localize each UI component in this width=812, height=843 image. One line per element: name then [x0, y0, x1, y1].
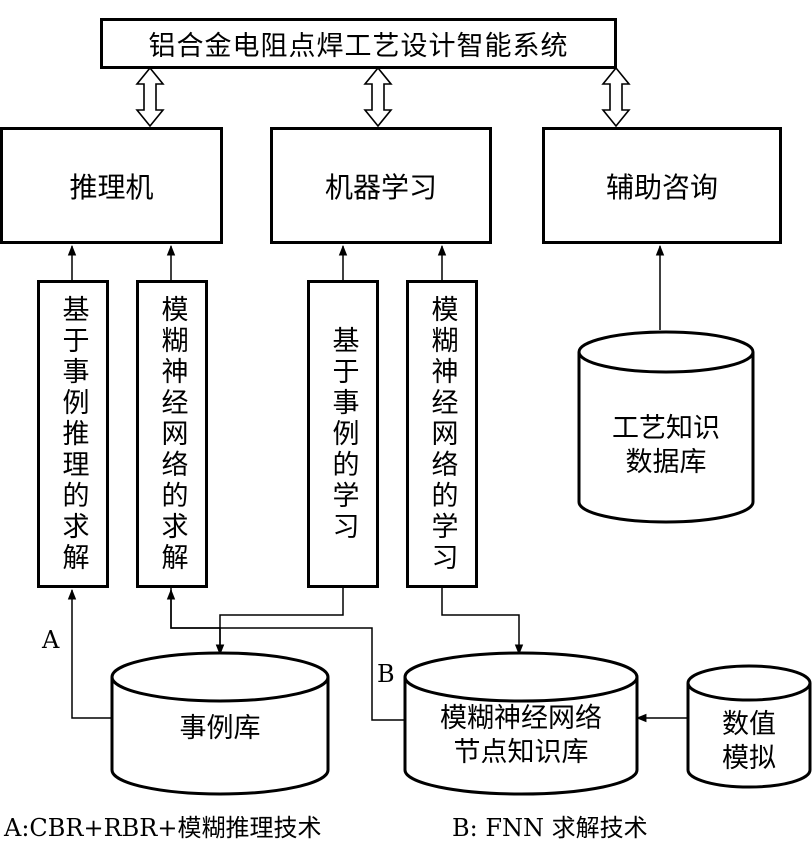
legend-b: B: FNN 求解技术: [452, 814, 648, 842]
cylinder-case-library: [110, 651, 330, 796]
cylinder-numerical-sim: [686, 664, 812, 789]
double-arrow-right: [601, 66, 631, 128]
aux-consult-label: 辅助咨询: [605, 170, 718, 204]
inference-engine-box: 推理机: [0, 127, 223, 244]
path-a-tag: A: [42, 626, 60, 654]
fnn-learning-label: 模糊神经网络的学习: [426, 294, 458, 574]
legend-a: A:CBR+RBR+模糊推理技术: [4, 814, 322, 842]
line-case-learning-to-case: [215, 588, 344, 656]
numerical-sim-line2: 模拟: [722, 743, 776, 774]
fnn-learning-box: 模糊神经网络的学习: [406, 280, 478, 588]
numerical-sim-line1: 数值: [722, 709, 776, 740]
case-learning-box: 基于事例的学习: [307, 280, 379, 588]
process-db-line2: 数据库: [625, 447, 707, 478]
double-arrow-middle: [363, 66, 393, 128]
numerical-sim-label: 数值 模拟: [688, 708, 810, 776]
path-a-line: [67, 588, 112, 719]
aux-consult-box: 辅助咨询: [542, 127, 782, 244]
fnn-library-line1: 模糊神经网络: [440, 703, 602, 734]
cbr-solving-label: 基于事例推理的求解: [57, 294, 89, 574]
cbr-solving-box: 基于事例推理的求解: [37, 280, 109, 588]
machine-learning-label: 机器学习: [324, 170, 437, 204]
path-b-tag: B: [377, 660, 395, 688]
case-library-text: 事例库: [179, 713, 261, 744]
case-learning-label: 基于事例的学习: [327, 325, 359, 543]
double-arrow-left: [135, 66, 165, 128]
line-fnn-learning-to-fnn-lib: [441, 588, 524, 656]
machine-learning-box: 机器学习: [270, 127, 492, 244]
cylinder-process-db: [577, 330, 755, 524]
fnn-library-label: 模糊神经网络 节点知识库: [405, 702, 637, 770]
system-title-box: 铝合金电阻点焊工艺设计智能系统: [100, 18, 617, 69]
path-b-line: [166, 588, 404, 721]
system-title: 铝合金电阻点焊工艺设计智能系统: [148, 31, 569, 62]
case-library-label: 事例库: [112, 712, 328, 746]
fnn-solving-box: 模糊神经网络的求解: [136, 280, 208, 588]
fnn-solving-label: 模糊神经网络的求解: [156, 294, 188, 574]
cylinder-fnn-library: [403, 651, 639, 796]
line-fnn-solve-to-case: [170, 588, 225, 656]
process-db-line1: 工艺知识: [612, 413, 720, 444]
inference-engine-label: 推理机: [69, 170, 154, 204]
process-db-label: 工艺知识 数据库: [579, 412, 753, 480]
fnn-library-line2: 节点知识库: [453, 737, 589, 768]
